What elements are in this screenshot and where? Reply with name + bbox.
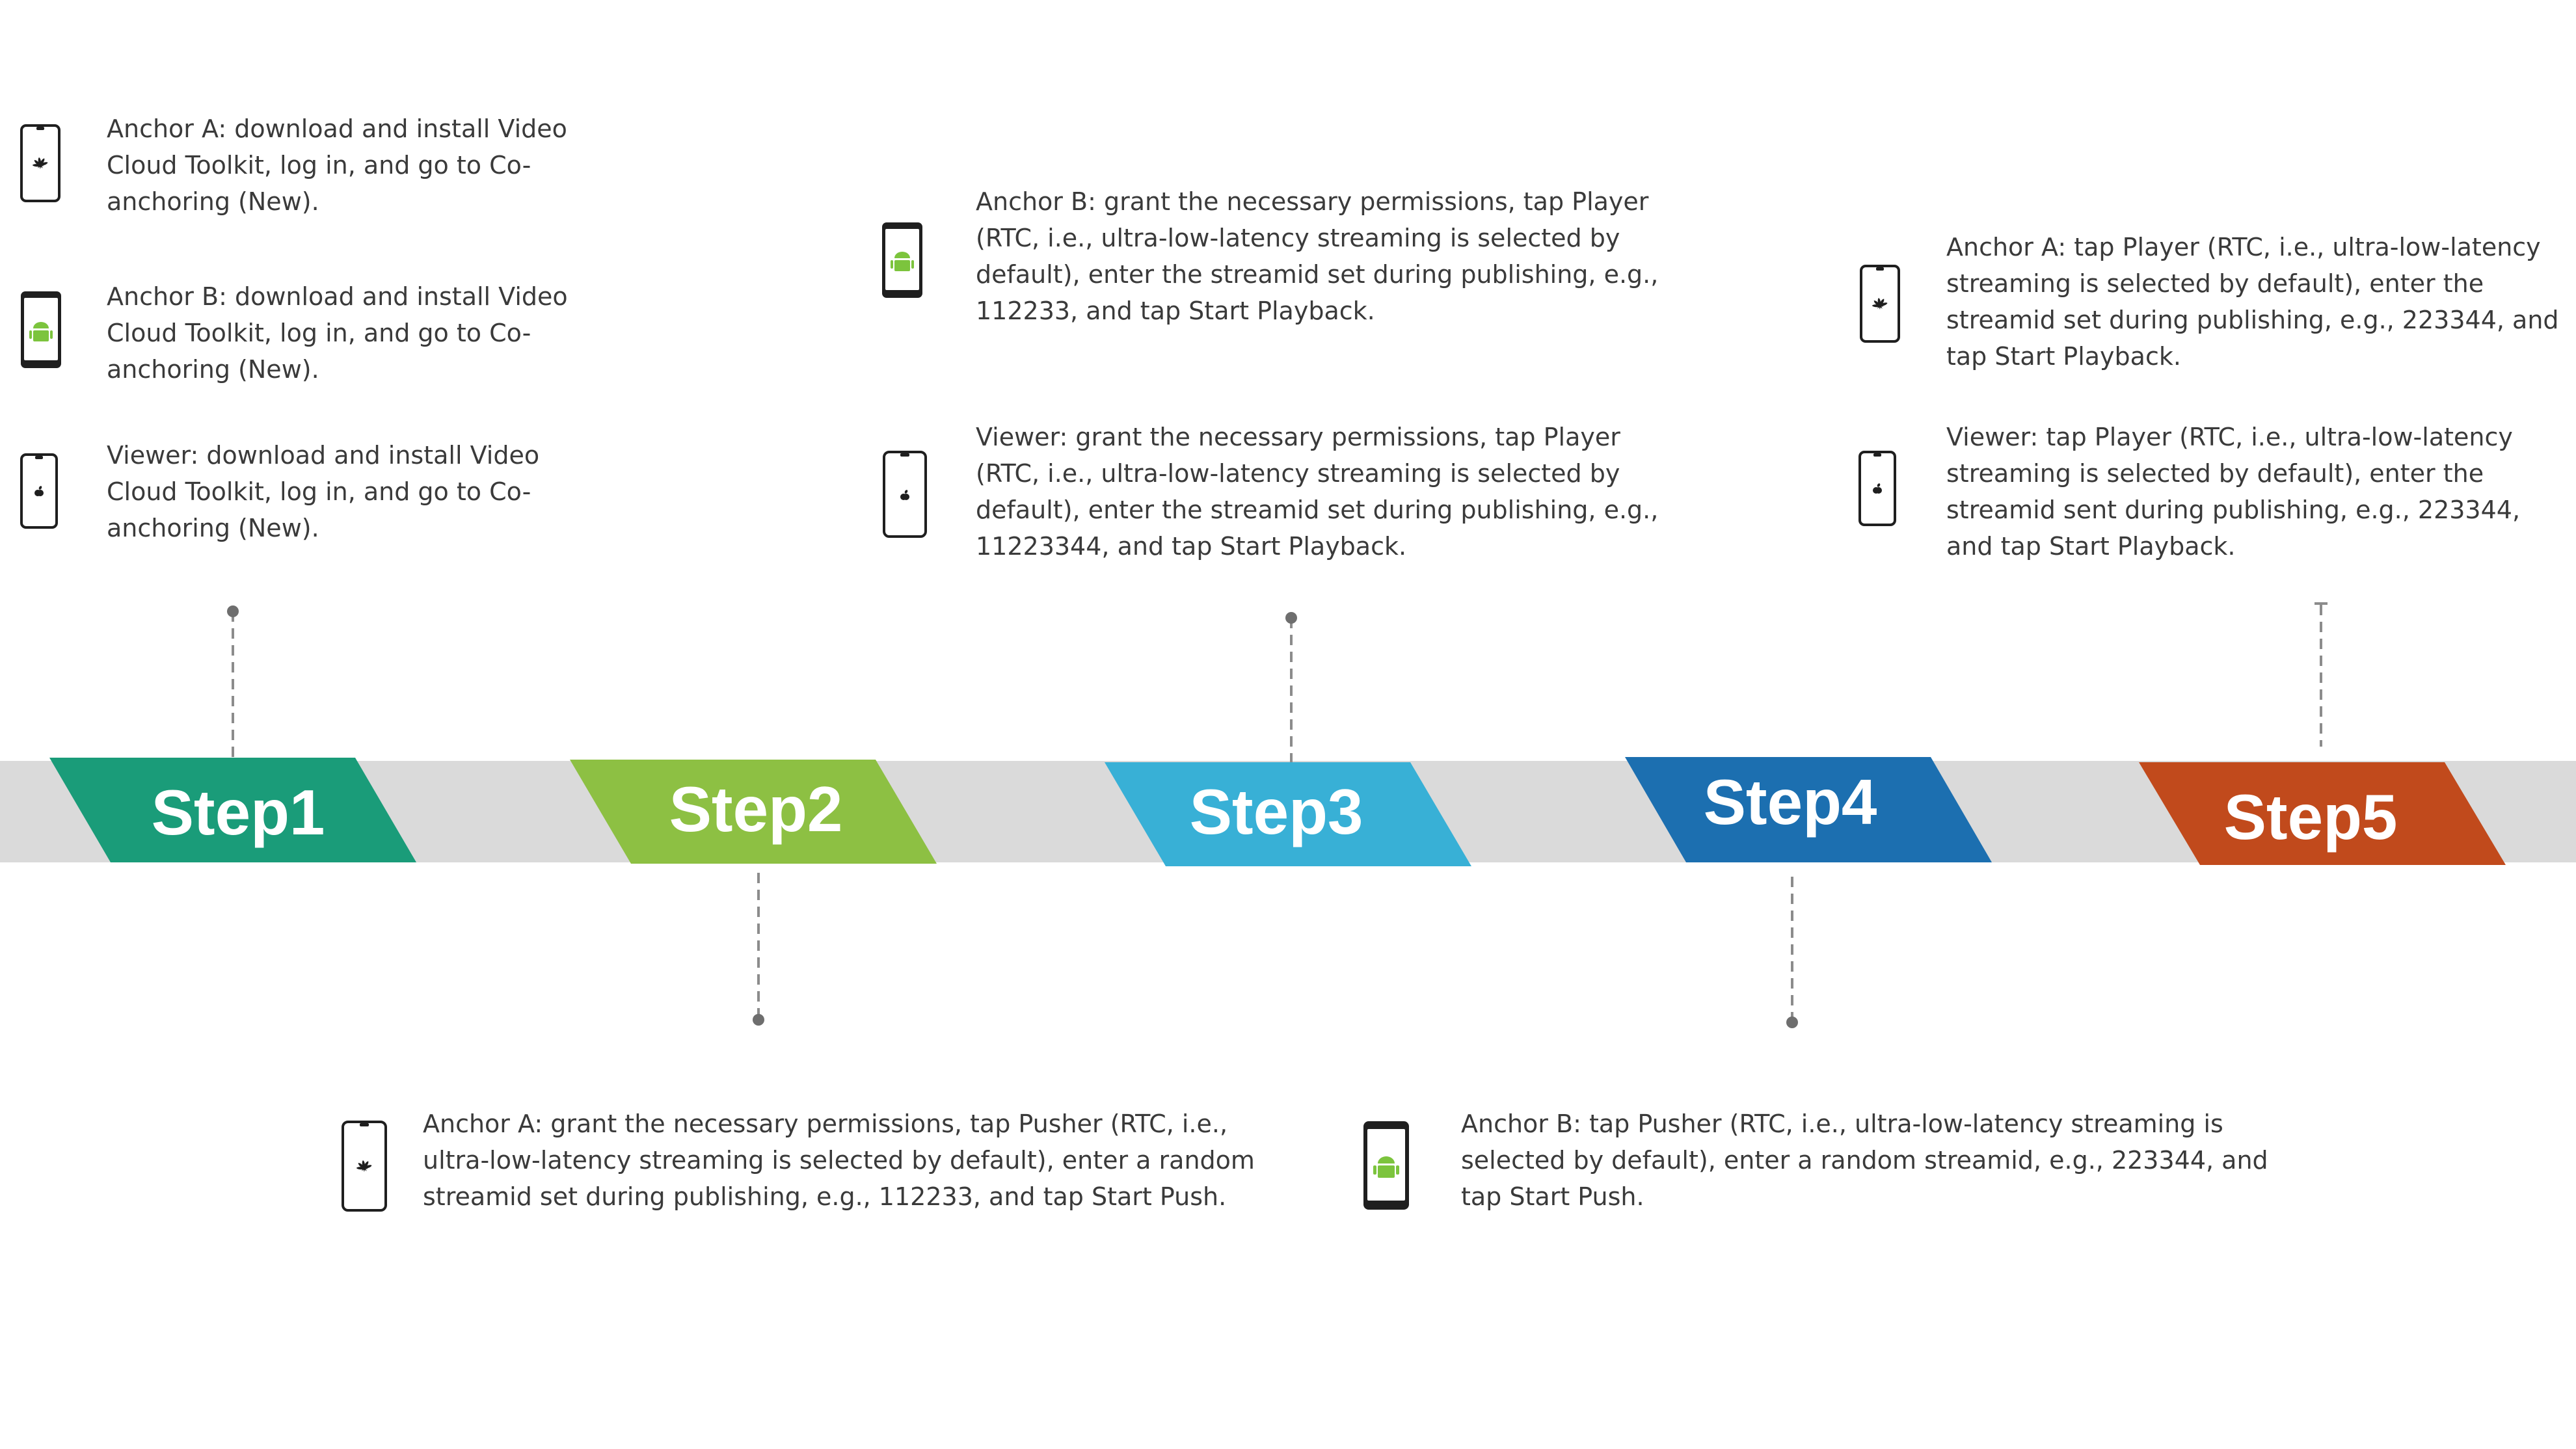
step-2-label: Step2 [669, 773, 843, 845]
huawei-phone-icon [341, 1120, 388, 1216]
step4-note-anchor-b: Anchor B: tap Pusher (RTC, i.e., ultra-l… [1461, 1110, 2268, 1211]
step1-note-anchor-a: Anchor A: download and install Video Clo… [107, 114, 567, 216]
step-2-shape [570, 760, 937, 864]
huawei-phone-icon [20, 124, 61, 206]
step-5-label: Step5 [2224, 781, 2398, 853]
apple-phone-icon [1858, 450, 1897, 530]
connector-dots [227, 602, 2328, 1028]
step-4: Step4 [1625, 757, 1992, 862]
step-4-label: Step4 [1704, 766, 1877, 838]
step-5: Step5 [2139, 762, 2506, 865]
step-3-label: Step3 [1190, 776, 1363, 847]
step3-note-anchor-b: Anchor B: grant the necessary permission… [976, 187, 1659, 325]
connector-dot-step4 [1786, 1017, 1798, 1028]
step3-note-viewer: Viewer: grant the necessary permissions,… [976, 423, 1659, 561]
step-4-shape [1625, 757, 1992, 862]
connector-dot-step1 [227, 605, 239, 617]
step-5-shape [2139, 762, 2506, 865]
connector-dot-step3 [1285, 612, 1297, 624]
android-phone-icon [1362, 1120, 1410, 1214]
step-1: Step1 [49, 758, 416, 862]
step5-note-anchor-a: Anchor A: tap Player (RTC, i.e., ultra-l… [1946, 233, 2559, 371]
apple-phone-icon [882, 450, 928, 542]
step1-note-anchor-b: Anchor B: download and install Video Clo… [107, 282, 568, 384]
huawei-phone-icon [1859, 264, 1901, 347]
step-1-shape [49, 758, 416, 862]
step-2: Step2 [570, 760, 937, 864]
step1-note-viewer: Viewer: download and install Video Cloud… [107, 441, 540, 542]
step-3-shape [1105, 762, 1471, 866]
step2-note-anchor-a: Anchor A: grant the necessary permission… [423, 1110, 1255, 1211]
connector-dot-step2 [753, 1014, 764, 1026]
android-phone-icon [20, 290, 62, 373]
apple-phone-icon [20, 453, 59, 533]
step-1-label: Step1 [152, 777, 325, 848]
step5-note-viewer: Viewer: tap Player (RTC, i.e., ultra-low… [1946, 423, 2521, 561]
android-phone-icon [881, 221, 924, 302]
step-3: Step3 [1105, 762, 1471, 866]
connectors [232, 605, 2322, 1022]
